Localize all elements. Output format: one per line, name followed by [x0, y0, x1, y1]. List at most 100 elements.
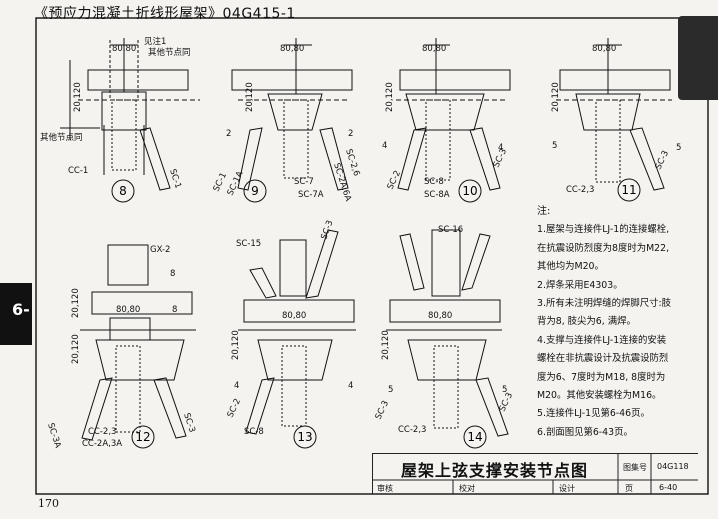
note-line: 3.所有未注明焊缝的焊脚尺寸:肢 — [537, 298, 671, 310]
note-line: 5.连接件LJ-1见第6-46页。 — [537, 408, 650, 420]
node-11-circle — [617, 178, 641, 202]
section-label: 5 — [676, 143, 681, 153]
member-label: CC-2,3 — [398, 425, 426, 435]
note-line: 螺栓在非抗震设计及抗震设防烈 — [537, 353, 669, 365]
page-number: 170 — [38, 497, 59, 510]
section-tab — [0, 283, 32, 345]
section-label: 4 — [234, 381, 239, 391]
node-number: 14 — [467, 430, 482, 444]
section-label: 5 — [502, 385, 507, 395]
review-label: 审核 — [377, 484, 393, 493]
dim-label: 20,120 — [385, 82, 395, 112]
check-label: 校对 — [459, 484, 475, 493]
dim-label: 20,120 — [231, 330, 241, 360]
section-label: 5 — [388, 385, 393, 395]
note-ref-label: 见注1 — [144, 36, 166, 47]
member-label: SC-2 — [226, 397, 243, 419]
node-8-labels: 80,80 见注1 其他节点同 20,120 其他节点同 CC-1 SC-1 — [40, 36, 191, 190]
atlas-number-label: 图集号 — [623, 463, 647, 472]
member-label: SC-3 — [319, 219, 335, 241]
weld-size-label: 8 — [172, 305, 177, 315]
dim-label: 20,120 — [551, 82, 561, 112]
node-number: 10 — [462, 184, 477, 198]
member-label: SC-15 — [236, 239, 261, 249]
section-label: 4 — [348, 381, 353, 391]
section-label: 2 — [348, 129, 353, 139]
node-10 — [396, 38, 511, 191]
section-label: 4 — [498, 143, 503, 153]
node-12 — [80, 244, 196, 441]
node-14-circle — [463, 425, 487, 449]
member-label: SC-8 — [424, 177, 444, 187]
member-label: SC-3 — [492, 147, 509, 169]
section-label: 4 — [382, 141, 387, 151]
note-ref-label: 其他节点同 — [148, 47, 191, 58]
member-label: SC-3 — [374, 399, 391, 421]
note-line: 6.剖面图见第6-43页。 — [537, 426, 633, 438]
sheet-frame — [35, 17, 709, 495]
dim-label: 20,120 — [73, 82, 83, 112]
notes-block: 注: 1.屋架与连接件LJ-1的连接螺栓, 在抗震设防烈度为8度时为M22, 其… — [537, 203, 707, 442]
member-label: SC-3 — [654, 149, 671, 171]
dim-label: 80,80 — [282, 311, 306, 321]
node-number: 11 — [621, 183, 636, 197]
dim-label: 80,80 — [422, 44, 446, 54]
section-tab-label: 6- — [12, 300, 30, 319]
node-12-circle — [131, 425, 155, 449]
node-11 — [556, 38, 672, 191]
member-label: SC-8 — [244, 427, 264, 437]
member-label: SC-7 — [294, 177, 314, 187]
title-block: 屋架上弦支撑安装节点图 图集号 04G118 审核 校对 设计 页 6-40 — [372, 453, 698, 494]
note-line: M20。其他安装螺栓为M16。 — [537, 390, 662, 402]
dim-label: 20,120 — [381, 330, 391, 360]
member-label: SC-7A — [298, 190, 324, 200]
note-line: 2.焊条采用E4303。 — [537, 279, 623, 291]
node-8-circle — [111, 179, 135, 203]
dim-label: 80,80 — [280, 44, 304, 54]
node-9-circle — [243, 179, 267, 203]
dim-label: 20,120 — [71, 288, 81, 318]
dim-label: 20,120 — [245, 82, 255, 112]
member-label: GX-2 — [150, 245, 170, 255]
page-label: 页 — [625, 484, 633, 493]
node-12-labels: GX-2 8 8 80,80 20,120 20,120 CC-2,3 CC-2… — [45, 245, 197, 449]
design-label: 设计 — [559, 484, 575, 493]
member-label: SC-3 — [498, 391, 515, 413]
node-13-circle — [293, 425, 317, 449]
node-number: 8 — [119, 184, 127, 198]
atlas-number-value: 04G118 — [657, 462, 689, 471]
member-label: CC-2A,3A — [82, 439, 122, 449]
node-8 — [60, 38, 200, 191]
notes-title: 注: — [537, 206, 551, 217]
node-11-labels: 80,80 20,120 5 5 CC-2,3 SC-3 — [551, 44, 681, 195]
member-label: CC-1 — [68, 166, 88, 176]
node-13 — [238, 229, 356, 435]
note-ref-label: 其他节点同 — [40, 132, 83, 143]
member-label: SC-8A — [424, 190, 450, 200]
note-line: 其他均为M20。 — [537, 261, 604, 273]
drawing-title: 屋架上弦支撑安装节点图 — [401, 461, 589, 480]
node-10-labels: 80,80 20,120 4 4 SC-8 SC-8A SC-2 SC-3 — [382, 44, 509, 200]
note-line: 4.支撑与连接件LJ-1连接的安装 — [537, 334, 667, 346]
dim-label: 80,80 — [428, 311, 452, 321]
node-10-circle — [458, 179, 482, 203]
node-number: 13 — [297, 430, 312, 444]
node-number: 9 — [251, 184, 259, 198]
note-line: 背为8, 肢尖为6, 满焊。 — [537, 316, 636, 328]
member-label: SC-1A — [226, 170, 246, 198]
section-label: 5 — [552, 141, 557, 151]
binding-stamp — [678, 16, 718, 100]
node-9-labels: 80,80 20,120 2 2 SC-1 SC-1A SC-7 SC-7A S… — [212, 44, 362, 203]
section-label: 2 — [226, 129, 231, 139]
dim-label: 80,80 — [592, 44, 616, 54]
node-13-labels: SC-15 SC-3 80,80 20,120 4 4 SC-2 SC-8 — [226, 219, 354, 437]
member-label: SC-16 — [438, 225, 463, 235]
note-line: 度为6、7度时为M18, 8度时为 — [537, 371, 666, 383]
member-label: SC-2,6 — [343, 148, 361, 178]
member-label: CC-2,3 — [566, 185, 594, 195]
member-label: CC-2,3 — [88, 427, 116, 437]
note-line: 在抗震设防烈度为8度时为M22, — [537, 242, 670, 254]
dim-label: 80,80 — [112, 44, 136, 54]
note-line: 1.屋架与连接件LJ-1的连接螺栓, — [537, 224, 670, 236]
